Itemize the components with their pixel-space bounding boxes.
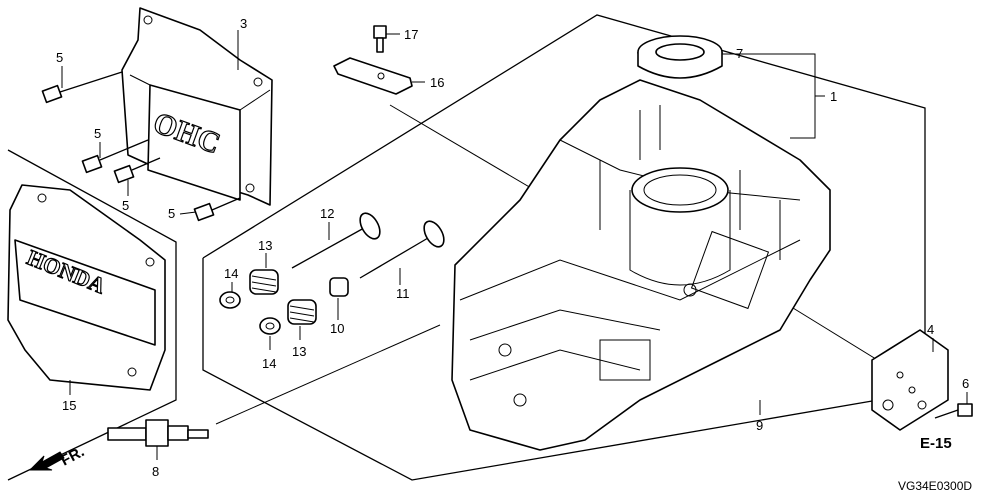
callout-12: 12 — [320, 206, 334, 221]
callout-labels: 5 3 5 5 5 17 16 7 1 12 13 14 11 10 13 14… — [56, 16, 969, 479]
callout-14a: 14 — [224, 266, 238, 281]
valve-spring-13b — [287, 299, 317, 325]
callout-8: 8 — [152, 464, 159, 479]
callout-17: 17 — [404, 27, 418, 42]
front-label: FR. — [58, 443, 87, 469]
callout-13a: 13 — [258, 238, 272, 253]
callout-1: 1 — [830, 89, 837, 104]
drawing-code: VG34E0300D — [898, 479, 972, 493]
callout-15: 15 — [62, 398, 76, 413]
retainer-14a — [219, 291, 241, 309]
valve-12 — [291, 212, 381, 269]
gasket-4 — [871, 329, 949, 431]
head-cover-lower: HONDA — [7, 184, 166, 391]
callout-10: 10 — [330, 321, 344, 336]
callout-5a: 5 — [56, 50, 63, 65]
front-direction-arrow: FR. — [28, 443, 87, 471]
bolt-5c — [113, 157, 161, 184]
callout-7: 7 — [736, 46, 743, 61]
stem-seal-10 — [329, 277, 349, 297]
spark-plug-8 — [107, 419, 209, 447]
bolt-5a — [41, 71, 123, 104]
bracket-16 — [333, 57, 413, 95]
callout-11: 11 — [396, 286, 410, 301]
valve-11 — [359, 220, 445, 279]
callout-5c: 5 — [122, 198, 129, 213]
leader-lines — [61, 30, 968, 460]
callout-16: 16 — [430, 75, 444, 90]
oil-seal-7 — [637, 35, 723, 79]
callout-9: 9 — [756, 418, 763, 433]
retainer-14b — [259, 317, 281, 335]
cylinder-block-1 — [451, 79, 831, 451]
callout-14b: 14 — [262, 356, 276, 371]
section-reference: E-15 — [920, 435, 952, 452]
callout-6: 6 — [962, 376, 969, 391]
bolt-5d — [193, 197, 241, 222]
bolt-6 — [934, 403, 973, 419]
callout-13b: 13 — [292, 344, 306, 359]
callout-5d: 5 — [168, 206, 175, 221]
callout-3: 3 — [240, 16, 247, 31]
bolt-5-group — [41, 71, 241, 222]
bolt-5b — [81, 139, 149, 174]
head-cover-upper: OHC — [121, 7, 273, 206]
callout-5b: 5 — [94, 126, 101, 141]
valve-spring-13a — [249, 269, 279, 295]
bolt-17 — [373, 25, 387, 53]
callout-4: 4 — [927, 322, 934, 337]
